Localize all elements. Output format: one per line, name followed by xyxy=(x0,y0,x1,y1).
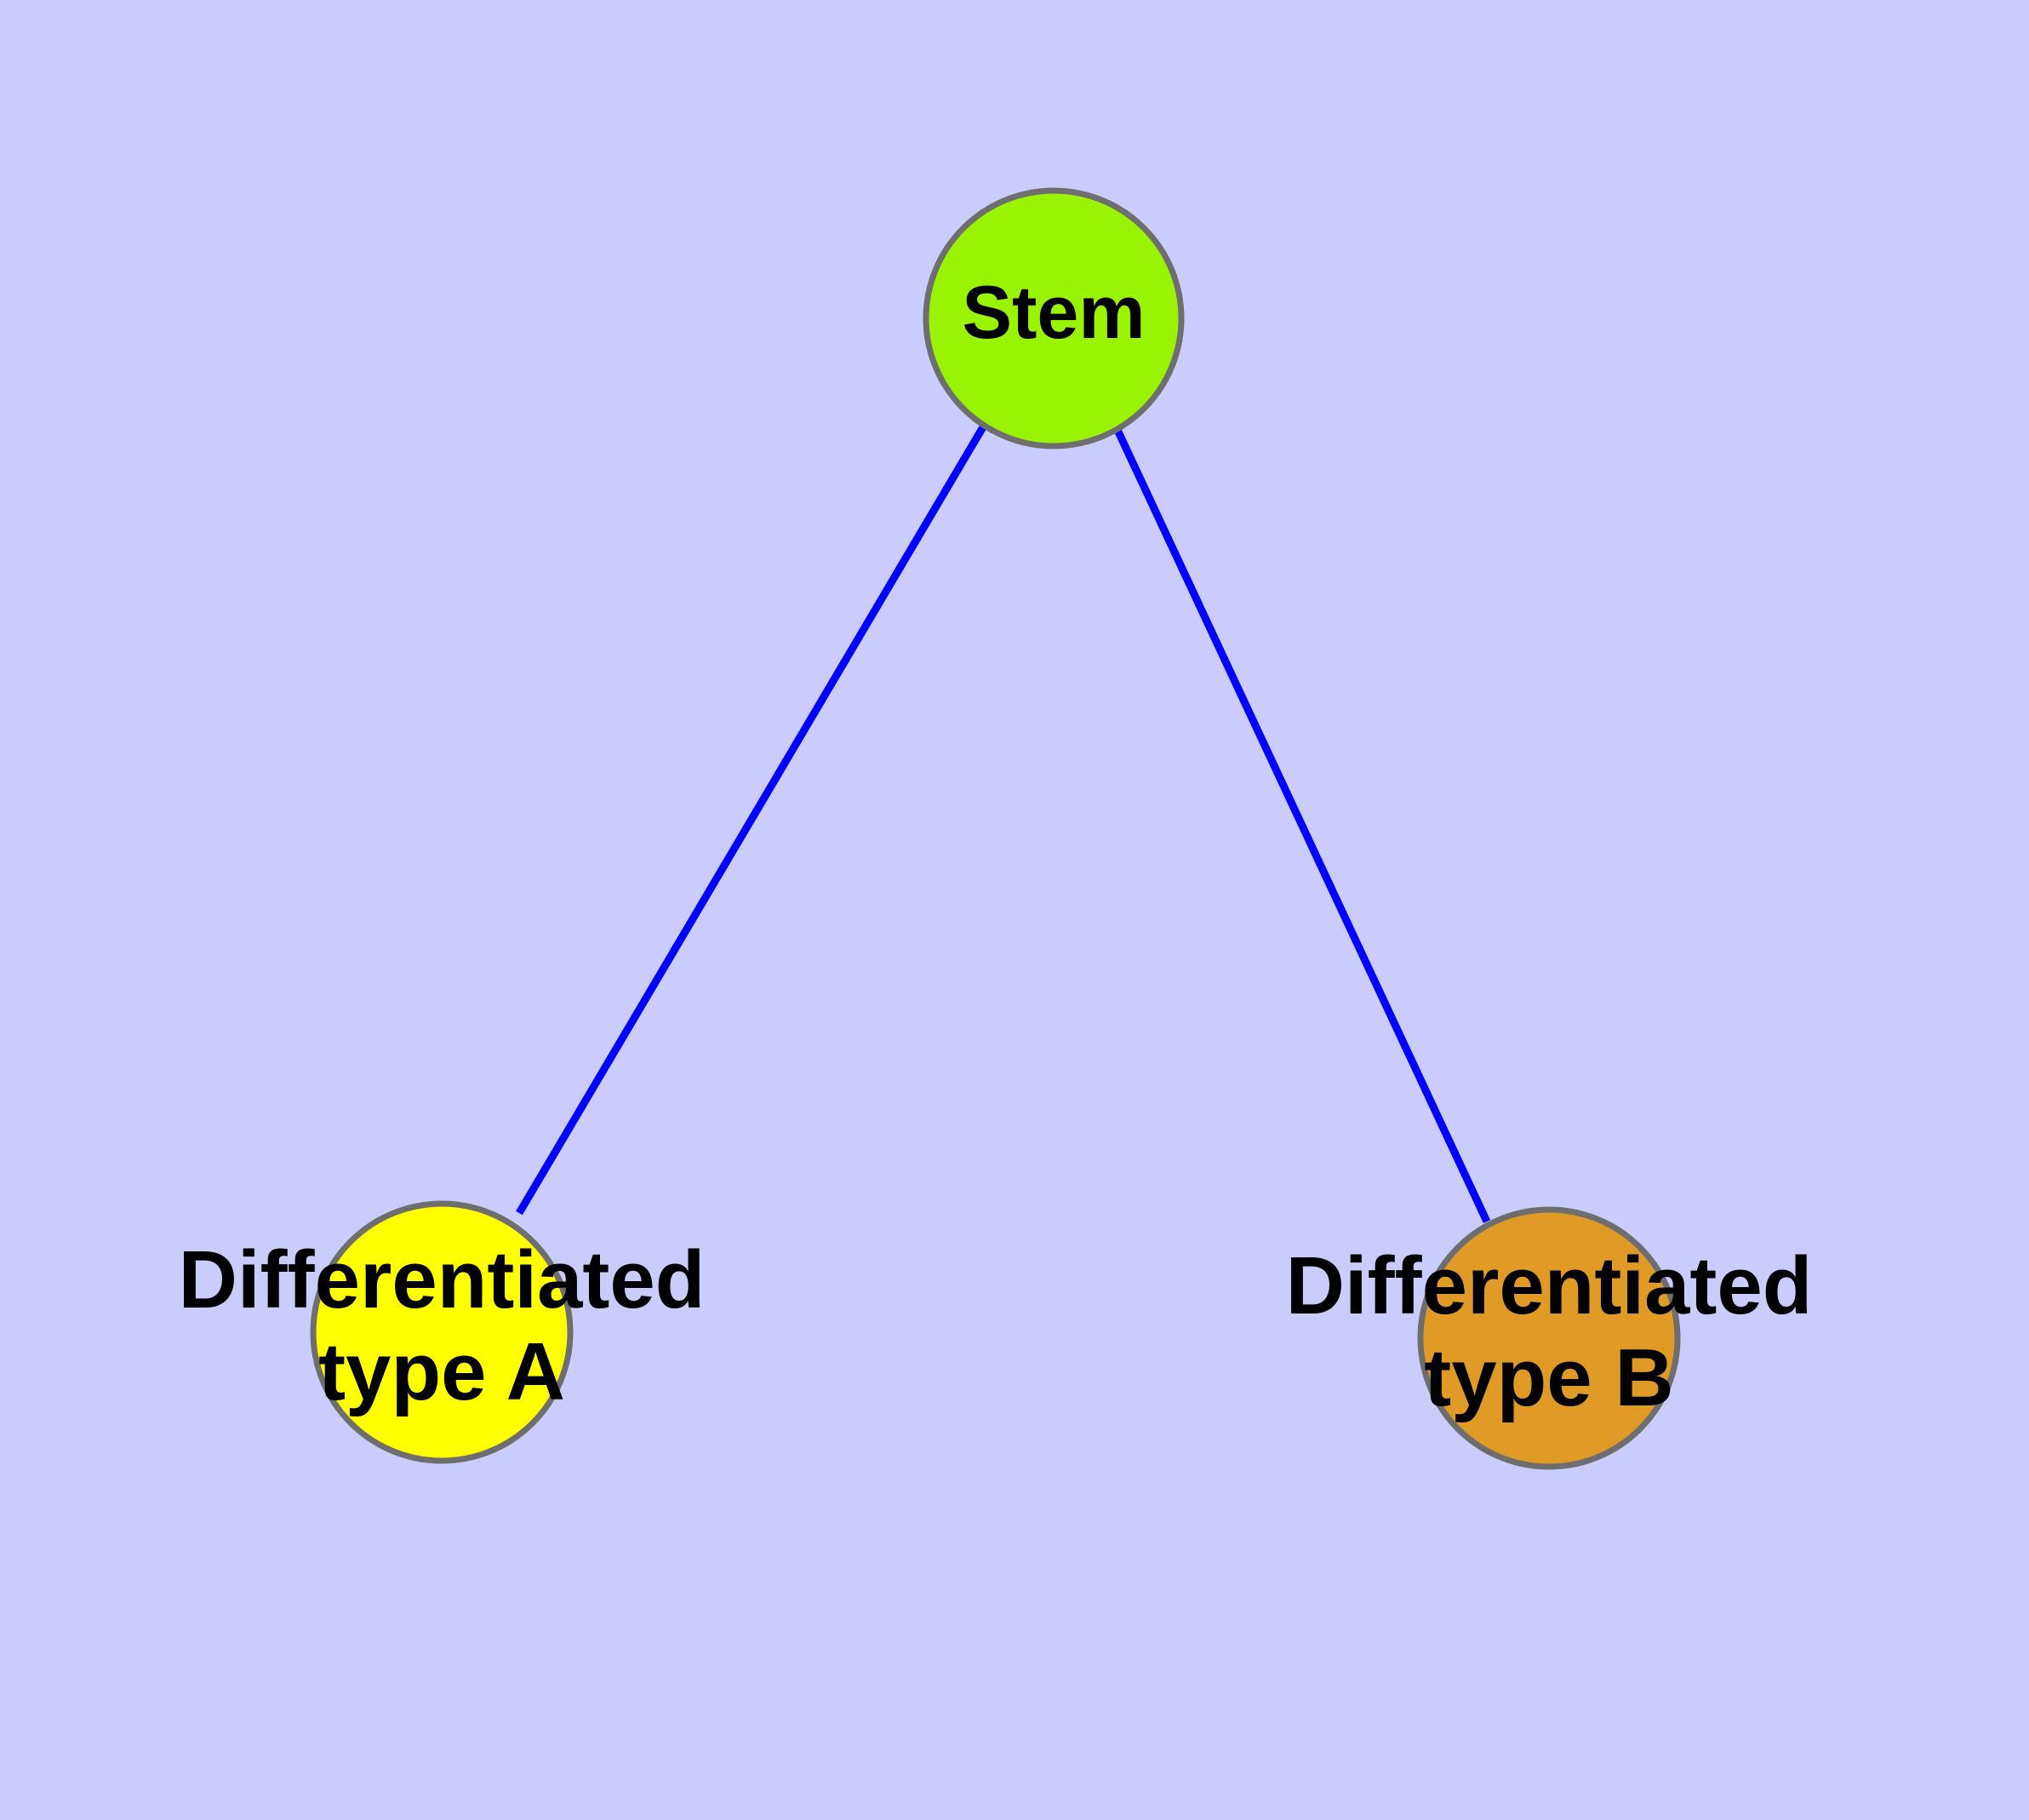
node-stem[interactable]: Stem xyxy=(923,187,1185,449)
node-circle-diff-a[interactable] xyxy=(310,1200,574,1464)
node-label-line: Differentiated xyxy=(1286,1241,1813,1332)
node-label-line: Differentiated xyxy=(179,1235,706,1326)
edge-stem-diff-b[interactable] xyxy=(1113,428,1491,1223)
node-circle-stem[interactable] xyxy=(923,187,1185,449)
edges-group xyxy=(516,423,1491,1223)
node-label-line: type B xyxy=(1424,1332,1673,1423)
node-label-line: type A xyxy=(318,1326,565,1417)
node-circle-diff-b[interactable] xyxy=(1417,1206,1681,1470)
edge-stem-diff-a[interactable] xyxy=(516,423,987,1216)
node-label-stem: Stem xyxy=(962,270,1145,354)
node-label-line: Stem xyxy=(962,270,1145,354)
